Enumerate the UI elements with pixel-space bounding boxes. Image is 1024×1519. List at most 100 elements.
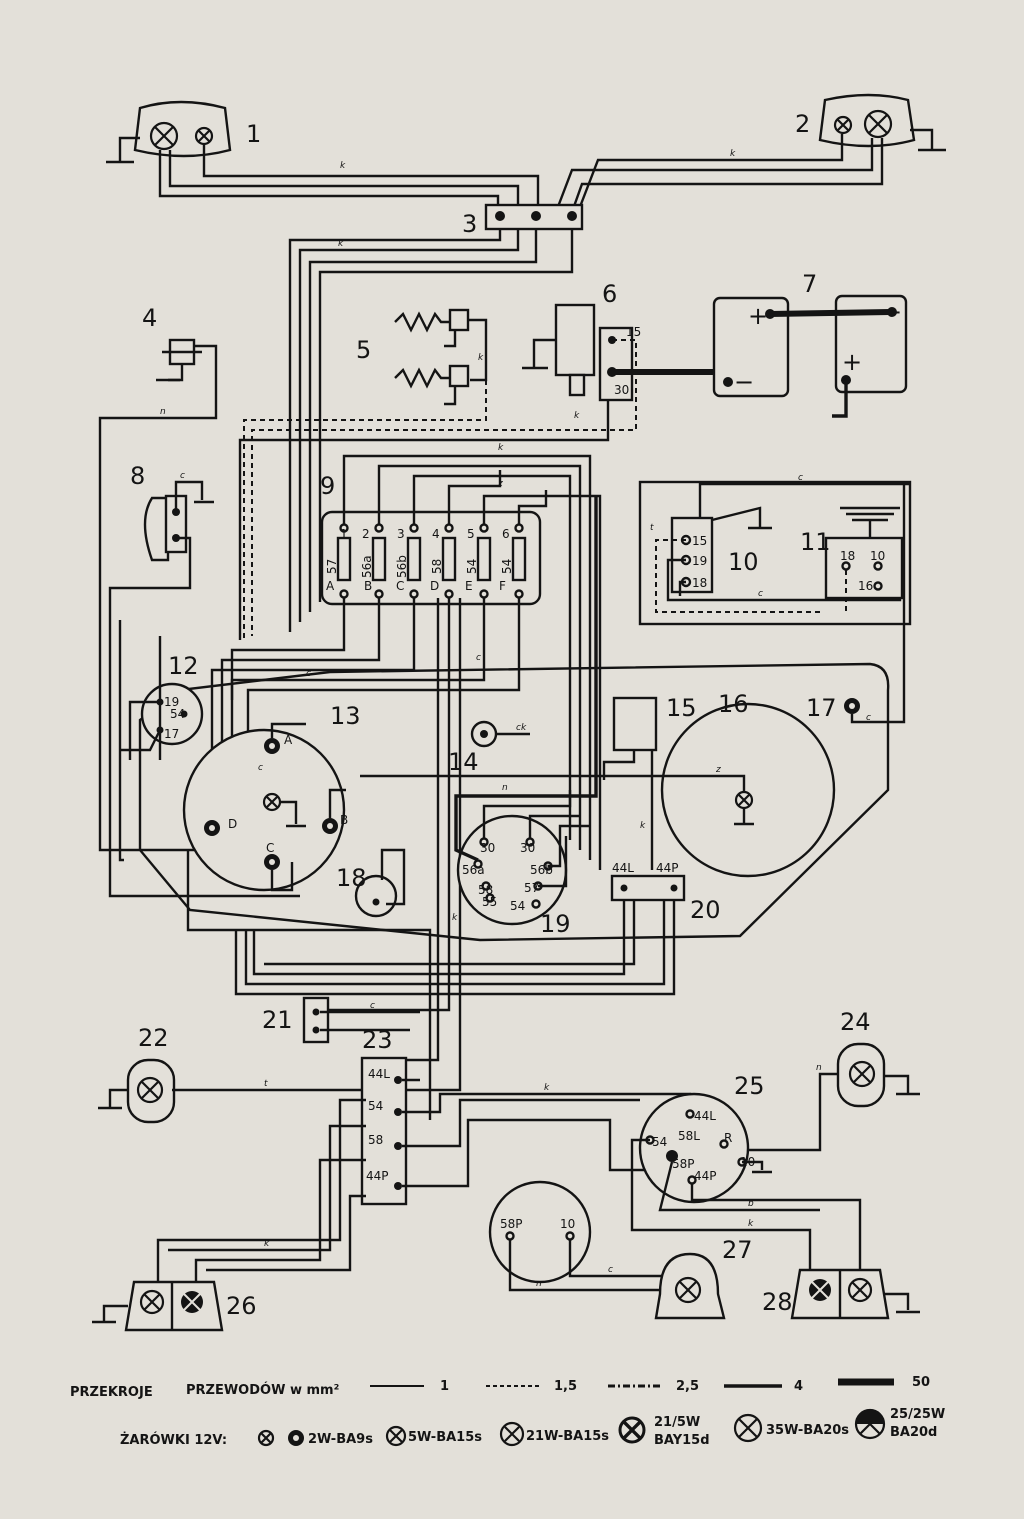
wire-mark: k [340,161,346,171]
glow-relay-11 [824,506,904,612]
lamp-27-bulb-icon [674,1276,702,1304]
fuse-letter-C: C [396,579,404,593]
pin-54: 54 [368,1099,383,1113]
wire-mark: c [758,589,763,599]
label-21: 21 [262,1006,293,1034]
pin-10: 10 [870,549,885,563]
wire-mark: n [502,783,508,793]
headlamp-right-park-bulb-icon [833,115,853,135]
switch-21 [302,996,420,1044]
instrument-pin-A: A [284,733,293,747]
label-24: 24 [840,1008,871,1036]
label-19: 19 [540,910,571,938]
legend-bulb-35w: 35W-BA20s [766,1423,849,1438]
indicator-switch-25 [630,1092,862,1284]
fuse-6 [511,523,527,599]
instrument-bulb-B-icon [322,818,338,834]
headlamp-left [106,100,232,164]
wire-mark: z [715,765,721,775]
lamp-26 [92,1280,224,1332]
instrument-bulb-center-icon [262,792,282,812]
legend-bulb-2w: 2W-BA9s [308,1432,373,1447]
dashboard-outline [138,662,890,942]
wire-mark: k [748,1219,754,1229]
lamp-28 [790,1268,920,1320]
wire-mark: k [478,353,484,363]
fuse-2 [371,523,387,599]
split-bulb-icon [854,1408,886,1440]
fuse-3 [406,523,422,599]
label-17: 17 [806,694,837,722]
legend-value-1-5: 1,5 [554,1379,577,1394]
wire-mark: c [370,1001,375,1011]
glow-indicator-18 [354,848,406,918]
fuse-label-54a: 54 [465,559,479,574]
wire-mark: k [498,443,504,453]
label-15: 15 [666,694,697,722]
headlamp-left-park-bulb-icon [194,126,214,146]
label-9: 9 [320,472,335,500]
bold-cross-bulb-icon [618,1416,646,1444]
legend-bulbs: ŻARÓWKI 12V: 2W-BA9s 5W-BA15s 21W-BA15s … [120,1407,945,1448]
pin-58P: 58P [672,1157,695,1171]
lamp-22 [98,1058,362,1124]
fuse-letter-A: A [326,579,335,593]
fuse-top-3: 3 [397,527,405,541]
wire-mark: t [264,1079,268,1089]
label-6: 6 [602,280,617,308]
wire-mark: n [160,407,166,417]
label-26: 26 [226,1292,257,1320]
fuse-letter-E: E [465,579,473,593]
fuse-letter-B: B [364,579,372,593]
pin-15: 15 [626,325,641,339]
legend-sections-title: PRZEWODÓW w mm² [186,1382,339,1398]
pin-54: 54 [170,707,185,721]
label-4: 4 [142,304,157,332]
label-20: 20 [690,896,721,924]
legend-value-2-5: 2,5 [676,1379,699,1394]
connector-20 [234,874,686,996]
legend-sections-label: PRZEKROJE [70,1385,153,1400]
pin-30: 30 [614,383,629,397]
legend-bulb-25-25w: 25/25W [890,1407,945,1422]
legend-value-50: 50 [912,1375,930,1390]
pin-54: 54 [510,899,525,913]
instrument-pin-C: C [266,841,274,855]
wire-mark: k [452,913,458,923]
battery-plus: + [748,302,768,330]
fuse-5 [476,523,492,599]
horn-8 [108,480,300,898]
legend-value-1: 1 [440,1379,449,1394]
pin-44P: 44P [694,1169,717,1183]
pin-16: 16 [858,579,873,593]
label-28: 28 [762,1288,793,1316]
lamp-22-bulb-icon [136,1076,164,1104]
speedometer-bulb-icon [734,790,754,810]
instrument-pin-D: D [228,817,237,831]
ignition-frame [638,480,912,626]
label-7: 7 [802,270,817,298]
speedometer-16 [360,702,836,878]
fuse-label-57: 57 [325,559,339,574]
headlamp-right [818,93,946,152]
instrument-bulb-D-icon [204,820,220,836]
pin-56b: 56b [530,863,553,877]
legend-bulbs-label: ŻARÓWKI 12V: [120,1432,227,1448]
oil-switch-14 [470,720,530,748]
pin-44L: 44L [368,1067,390,1081]
legend-sections: PRZEKROJE PRZEWODÓW w mm² 1 1,5 2,5 4 50 [70,1375,930,1400]
fuse-letter-D: D [430,579,439,593]
legend-value-4: 4 [794,1379,803,1394]
wire-mark: k [574,411,580,421]
pin-15: 15 [692,534,707,548]
wire-mark: k [338,239,344,249]
pin-55: 55 [482,895,497,909]
headlamp-right-main-bulb-icon [863,109,893,139]
cross-bulb-icon [385,1425,407,1447]
legend-bulb-ba20d: BA20d [890,1425,937,1440]
lamp-switch-12 [120,682,204,760]
label-14: 14 [448,748,479,776]
pin-30: 30 [520,841,535,855]
wire-mark: n [816,1063,822,1073]
pin-58: 58 [478,883,493,897]
